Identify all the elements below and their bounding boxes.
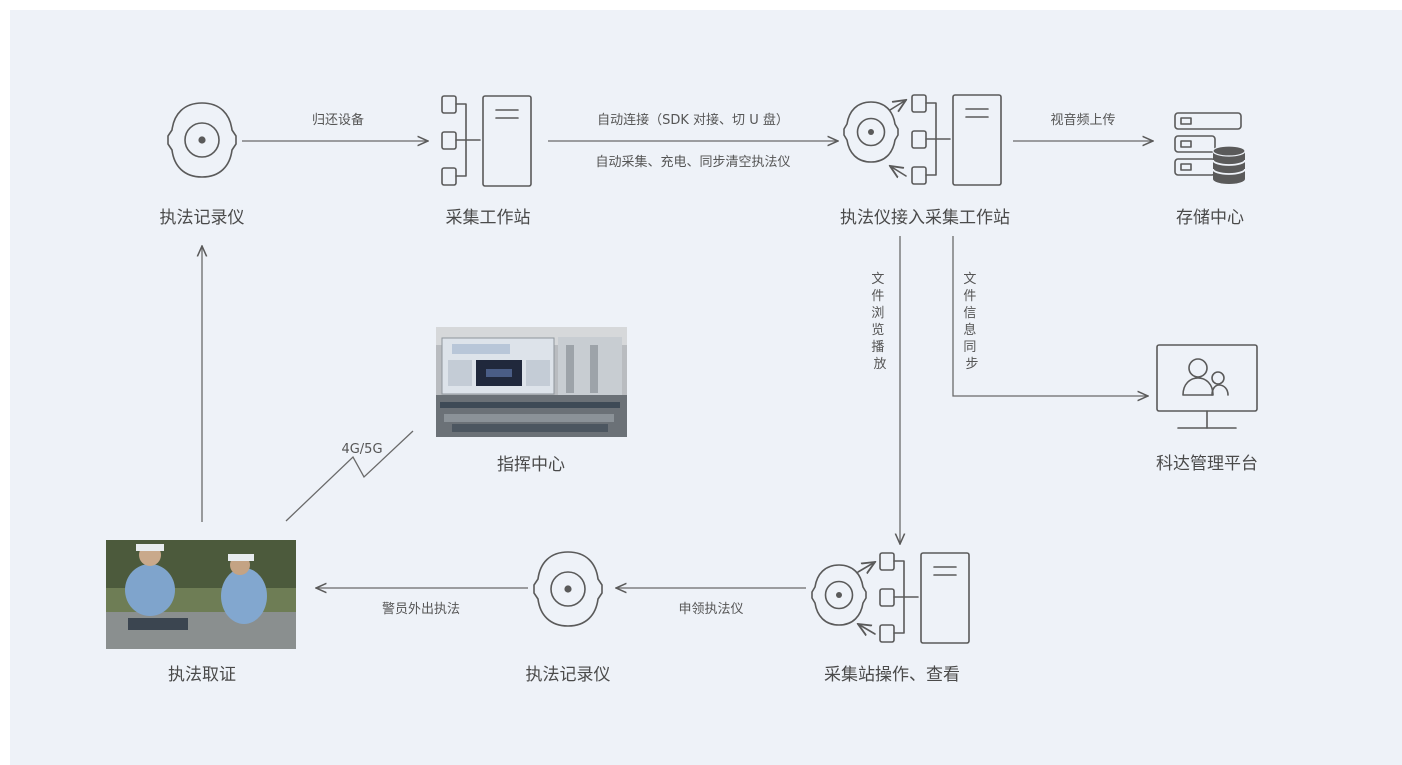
- platform-label: 科达管理平台: [1156, 454, 1258, 474]
- station-bottom-label: 采集站操作、查看: [824, 665, 960, 685]
- edge-police-out-label: 警员外出执法: [382, 601, 460, 617]
- edge-file-browse-label: 文 件 浏 览 播 放: [871, 272, 888, 372]
- edge-file-sync-label: 文 件 信 息 同 步: [963, 272, 980, 372]
- edge-return-device-label: 归还设备: [312, 112, 364, 128]
- edge-auto-collect-label: 自动采集、充电、同步清空执法仪: [595, 154, 790, 170]
- station-top-icon: [441, 95, 532, 187]
- edge-file-sync: [952, 236, 1148, 396]
- command-center-label: 指挥中心: [497, 455, 565, 475]
- edge-upload-label: 视音频上传: [1050, 112, 1115, 128]
- recorder-bottom-label: 执法记录仪: [526, 665, 611, 685]
- recorder-station-icon: [843, 94, 1002, 186]
- network-link: [285, 430, 414, 522]
- evidence-label: 执法取证: [168, 665, 236, 685]
- storage-icon: [1174, 112, 1246, 184]
- edge-apply-label: 申领执法仪: [678, 602, 743, 617]
- recorder-station-label: 执法仪接入采集工作站: [840, 208, 1010, 228]
- recorder-bottom-icon: [533, 551, 603, 627]
- evidence-photo: [106, 540, 296, 649]
- platform-monitor-icon: [1156, 344, 1258, 429]
- recorder-top-label: 执法记录仪: [160, 208, 245, 228]
- command-center-photo: [436, 327, 627, 437]
- storage-label: 存储中心: [1176, 208, 1244, 228]
- station-bottom-icon: [811, 552, 970, 644]
- station-top-label: 采集工作站: [446, 208, 531, 228]
- recorder-top-icon: [167, 102, 237, 178]
- edge-auto-connect-label: 自动连接（SDK 对接、切 U 盘）: [597, 112, 789, 128]
- network-label: 4G/5G: [341, 442, 382, 457]
